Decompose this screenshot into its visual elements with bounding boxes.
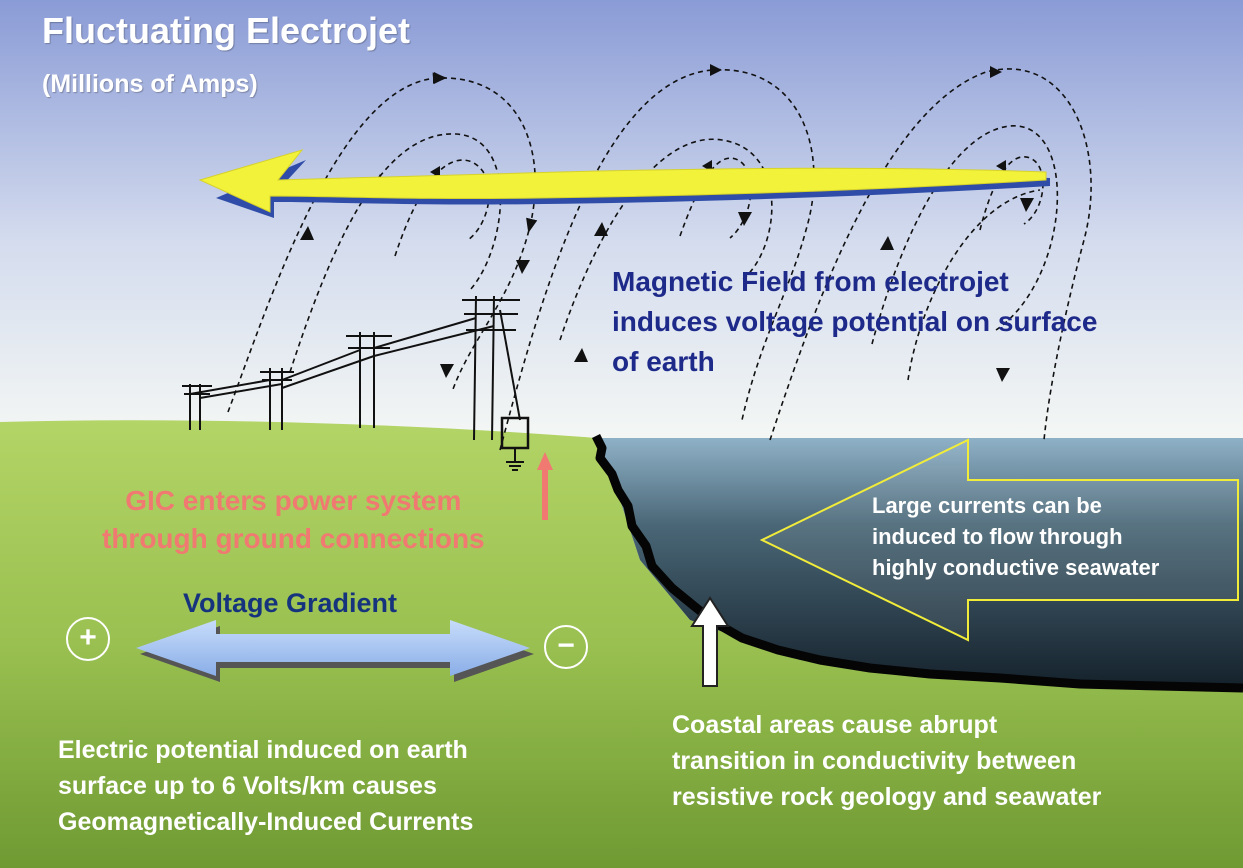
coastline: [591, 433, 1243, 693]
plus-icon: +: [66, 617, 110, 661]
diagram-subtitle: (Millions of Amps): [42, 70, 258, 98]
coastal-caption: Coastal areas cause abrupt transition in…: [672, 707, 1101, 815]
electric-potential-caption: Electric potential induced on earth surf…: [58, 732, 473, 840]
coastal-up-arrow: [690, 596, 730, 687]
coastal-line: Coastal areas cause abrupt: [672, 711, 998, 739]
magnetic-field-line: induces voltage potential on surface: [612, 306, 1098, 337]
electrojet-arrow: [198, 149, 1047, 213]
seawater-caption: Large currents can be induced to flow th…: [872, 490, 1159, 583]
land: [0, 420, 1243, 868]
diagram-title: Fluctuating Electrojet: [42, 10, 411, 51]
power-line-towers: [182, 295, 530, 471]
seawater: [596, 438, 1243, 686]
seawater-line: highly conductive seawater: [872, 555, 1160, 580]
magnetic-field-caption: Magnetic Field from electrojet induces v…: [612, 262, 1097, 382]
electric-potential-line: Geomagnetically-Induced Currents: [58, 808, 474, 836]
voltage-gradient-label: Voltage Gradient: [183, 588, 398, 618]
seawater-line: induced to flow through: [872, 524, 1123, 549]
electric-potential-line: surface up to 6 Volts/km causes: [58, 772, 437, 800]
gic-arrow: [537, 452, 553, 520]
sky: [0, 0, 1243, 440]
seawater-line: Large currents can be: [872, 493, 1102, 518]
magnetic-field-line: of earth: [612, 346, 715, 377]
gic-line: through ground connections: [102, 523, 485, 554]
coastal-line: resistive rock geology and seawater: [672, 783, 1102, 811]
voltage-gradient-arrow: [136, 620, 530, 676]
gic-line: GIC enters power system: [125, 485, 462, 516]
coastal-line: transition in conductivity between: [672, 747, 1077, 775]
minus-icon: −: [544, 625, 588, 669]
gic-caption: GIC enters power system through ground c…: [102, 482, 485, 558]
electric-potential-line: Electric potential induced on earth: [58, 736, 468, 764]
seawater-current-arrow: [759, 438, 1239, 642]
magnetic-field-line: Magnetic Field from electrojet: [612, 266, 1009, 297]
